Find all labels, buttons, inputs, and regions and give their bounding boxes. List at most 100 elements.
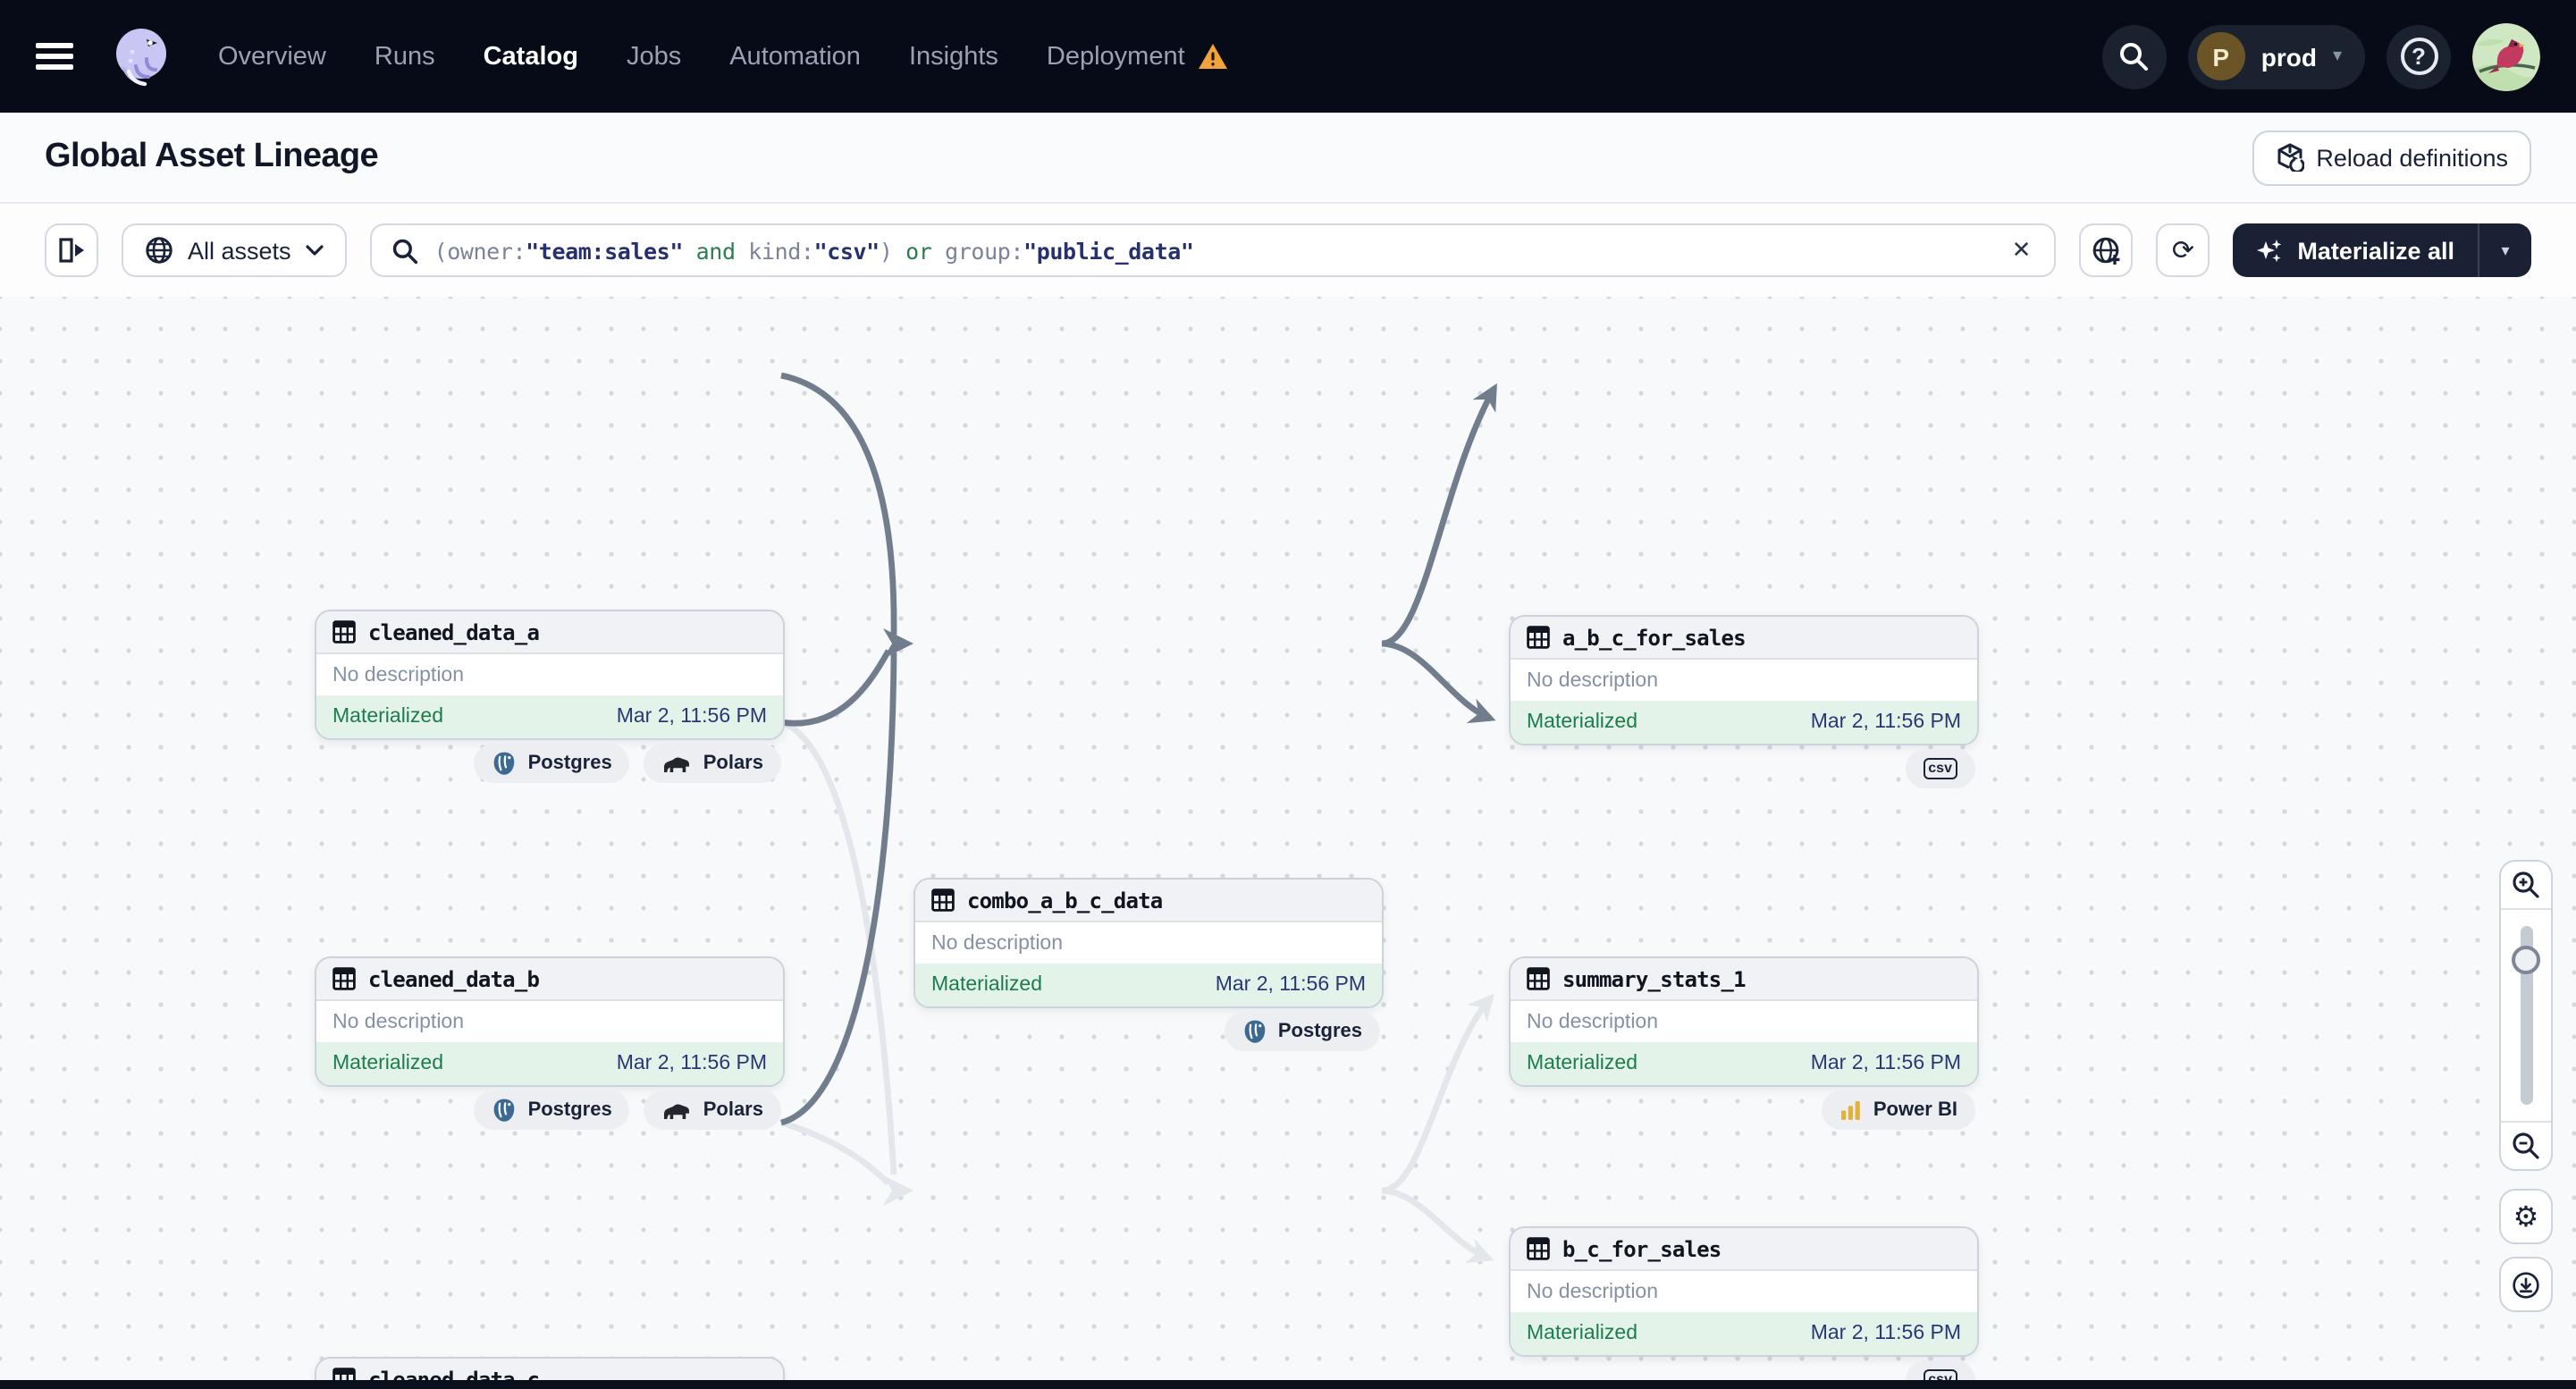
- tag-polars[interactable]: Polars: [644, 1090, 781, 1130]
- dagster-logo[interactable]: [107, 22, 175, 90]
- sparkles-icon: [2257, 239, 2282, 262]
- graph-scope-button[interactable]: [2079, 223, 2134, 277]
- asset-node-header: combo_a_b_c_data: [915, 880, 1382, 922]
- top-nav-bar: Overview Runs Catalog Jobs Automation In…: [0, 0, 2576, 113]
- edge-layer: [779, 372, 1497, 1264]
- tag-powerbi[interactable]: Power BI: [1821, 1090, 1975, 1130]
- zoom-in-button[interactable]: [2501, 862, 2551, 910]
- power-bi-icon: [1840, 1100, 1860, 1119]
- zoom-slider[interactable]: [2501, 910, 2551, 1121]
- edge-combo_a_b_c_data-to-a_b_c_for_sales: [1381, 383, 1497, 647]
- zoom-out-button[interactable]: [2501, 1121, 2551, 1169]
- asset-timestamp[interactable]: Mar 2, 11:56 PM: [616, 1053, 767, 1074]
- asset-name: cleaned_data_b: [368, 966, 540, 991]
- window-bottom-edge: [0, 1380, 2576, 1389]
- asset-scope-dropdown[interactable]: All assets: [122, 223, 347, 277]
- asset-status-row: Materialized Mar 2, 11:56 PM: [915, 964, 1382, 1006]
- nav-item-catalog[interactable]: Catalog: [483, 42, 578, 71]
- asset-name: a_b_c_for_sales: [1562, 625, 1747, 650]
- zoom-controls: [2499, 860, 2553, 1171]
- lineage-toolbar: All assets (owner:"team:sales" and kind:…: [0, 204, 2576, 297]
- asset-timestamp[interactable]: Mar 2, 11:56 PM: [1810, 1323, 1961, 1344]
- asset-tag-row: Power BI: [1509, 1090, 1975, 1130]
- nav-item-jobs[interactable]: Jobs: [626, 42, 682, 71]
- download-icon: [2513, 1271, 2539, 1298]
- asset-node-header: cleaned_data_c: [316, 1359, 783, 1380]
- edge-cleaned_data_b-to-combo_a_b_c_data: [780, 649, 891, 727]
- edge-cleaned_data_a-to-combo_a_b_c_data: [780, 372, 897, 636]
- materialize-options-caret[interactable]: ▾: [2478, 223, 2531, 277]
- globe-icon: [146, 237, 173, 264]
- tag-postgres[interactable]: Postgres: [1224, 1012, 1380, 1051]
- nav-item-runs[interactable]: Runs: [374, 42, 435, 71]
- search-query-text: (owner:"team:sales" and kind:"csv") or g…: [434, 237, 1194, 264]
- table-icon: [1527, 1237, 1550, 1260]
- download-image-button[interactable]: [2499, 1257, 2553, 1312]
- asset-status: Materialized: [333, 1053, 443, 1074]
- zoom-in-icon: [2513, 871, 2539, 898]
- asset-timestamp[interactable]: Mar 2, 11:56 PM: [1215, 974, 1366, 996]
- graph-settings-button[interactable]: ⚙: [2499, 1189, 2553, 1244]
- asset-description: No description: [333, 1011, 465, 1032]
- asset-node-header: b_c_for_sales: [1511, 1228, 1977, 1271]
- edge-combo_b_c_data-to-summary_stats_2: [1381, 1187, 1494, 1264]
- asset-search-input[interactable]: (owner:"team:sales" and kind:"csv") or g…: [369, 223, 2057, 277]
- open-side-panel-button[interactable]: [45, 223, 98, 277]
- asset-status-row: Materialized Mar 2, 11:56 PM: [1511, 1312, 1977, 1355]
- asset-node-cleaned_data_c[interactable]: cleaned_data_cNo descriptionMaterialized…: [315, 1357, 785, 1380]
- tag-postgres[interactable]: Postgres: [474, 1090, 630, 1130]
- asset-tag-row: csv: [1509, 749, 1975, 788]
- nav-item-insights[interactable]: Insights: [908, 42, 998, 71]
- nav-item-automation[interactable]: Automation: [729, 42, 861, 71]
- nav-item-deployment[interactable]: Deployment: [1047, 42, 1228, 71]
- tag-postgres[interactable]: Postgres: [474, 744, 630, 783]
- asset-timestamp[interactable]: Mar 2, 11:56 PM: [1810, 1053, 1961, 1074]
- asset-status-row: Materialized Mar 2, 11:56 PM: [316, 1042, 783, 1085]
- asset-name: b_c_for_sales: [1562, 1236, 1722, 1261]
- table-icon: [931, 888, 955, 912]
- user-avatar[interactable]: [2472, 22, 2540, 90]
- asset-status: Materialized: [333, 706, 443, 728]
- polars-icon: [664, 756, 690, 771]
- panel-toggle-icon: [58, 238, 83, 263]
- tag-label: Postgres: [527, 753, 612, 774]
- refresh-button[interactable]: ⟳: [2156, 223, 2210, 277]
- globe-plus-icon: [2092, 236, 2119, 264]
- asset-status: Materialized: [1527, 1323, 1637, 1344]
- menu-icon[interactable]: [36, 43, 73, 70]
- asset-status: Materialized: [931, 974, 1042, 996]
- nav-right-cluster: P prod ▾ ?: [2101, 22, 2540, 90]
- zoom-slider-handle[interactable]: [2512, 946, 2540, 974]
- tag-polars[interactable]: Polars: [644, 744, 781, 783]
- clear-search-icon[interactable]: ✕: [2008, 236, 2035, 265]
- help-button[interactable]: ?: [2387, 24, 2451, 88]
- nav-item-overview[interactable]: Overview: [218, 42, 326, 71]
- reload-definitions-button[interactable]: Reload definitions: [2252, 130, 2531, 185]
- materialize-all-button[interactable]: Materialize all ▾: [2233, 223, 2531, 277]
- asset-description: No description: [1527, 1281, 1659, 1302]
- tag-label: Power BI: [1873, 1099, 1957, 1121]
- asset-status: Materialized: [1527, 711, 1637, 733]
- tag-csv[interactable]: csv: [1905, 749, 1975, 788]
- global-search-button[interactable]: [2101, 24, 2167, 88]
- tag-csv[interactable]: csv: [1905, 1360, 1975, 1380]
- reload-cube-icon: [2277, 143, 2304, 172]
- deployment-switcher[interactable]: P prod ▾: [2187, 24, 2365, 88]
- asset-timestamp[interactable]: Mar 2, 11:56 PM: [616, 706, 767, 728]
- edge-combo_a_b_c_data-to-summary_stats_1: [1381, 640, 1496, 724]
- postgres-icon: [494, 752, 515, 775]
- asset-name: cleaned_data_c: [368, 1367, 540, 1380]
- page-title: Global Asset Lineage: [45, 138, 379, 175]
- asset-timestamp[interactable]: Mar 2, 11:56 PM: [1810, 711, 1961, 733]
- edge-arrowhead: [883, 1175, 913, 1206]
- table-icon: [1527, 967, 1550, 990]
